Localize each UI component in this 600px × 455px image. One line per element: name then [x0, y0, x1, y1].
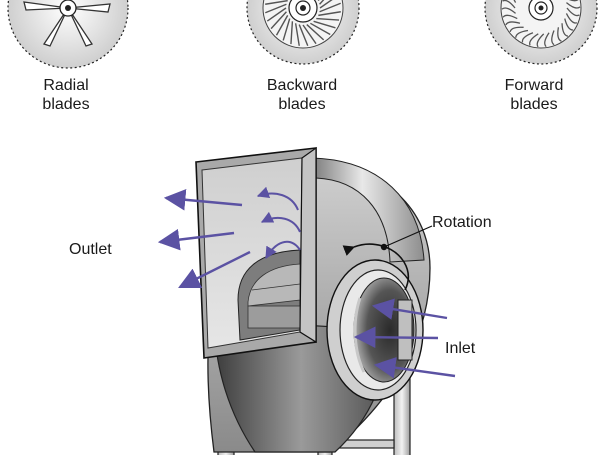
- rotation-label: Rotation: [432, 214, 492, 231]
- rotation-arrow: [342, 225, 433, 291]
- internal-airflow-arrows: [256, 186, 301, 260]
- fan-assembly: [195, 146, 431, 455]
- inlet-label: Inlet: [445, 340, 476, 357]
- radial-blade-wheel-icon: [7, 0, 129, 69]
- outlet-label: Outlet: [69, 241, 112, 258]
- outlet-airflow-arrows: [157, 189, 251, 289]
- radial-blades-label: Radial blades: [42, 77, 90, 113]
- backward-blade-wheel-icon: [246, 0, 360, 65]
- backward-blades-label: Backward blades: [266, 77, 338, 113]
- outlet-duct: [195, 146, 317, 359]
- forward-blade-wheel-icon: [484, 0, 598, 65]
- forward-blades-label: Forward blades: [504, 77, 564, 113]
- inlet-airflow-arrows: [353, 298, 456, 379]
